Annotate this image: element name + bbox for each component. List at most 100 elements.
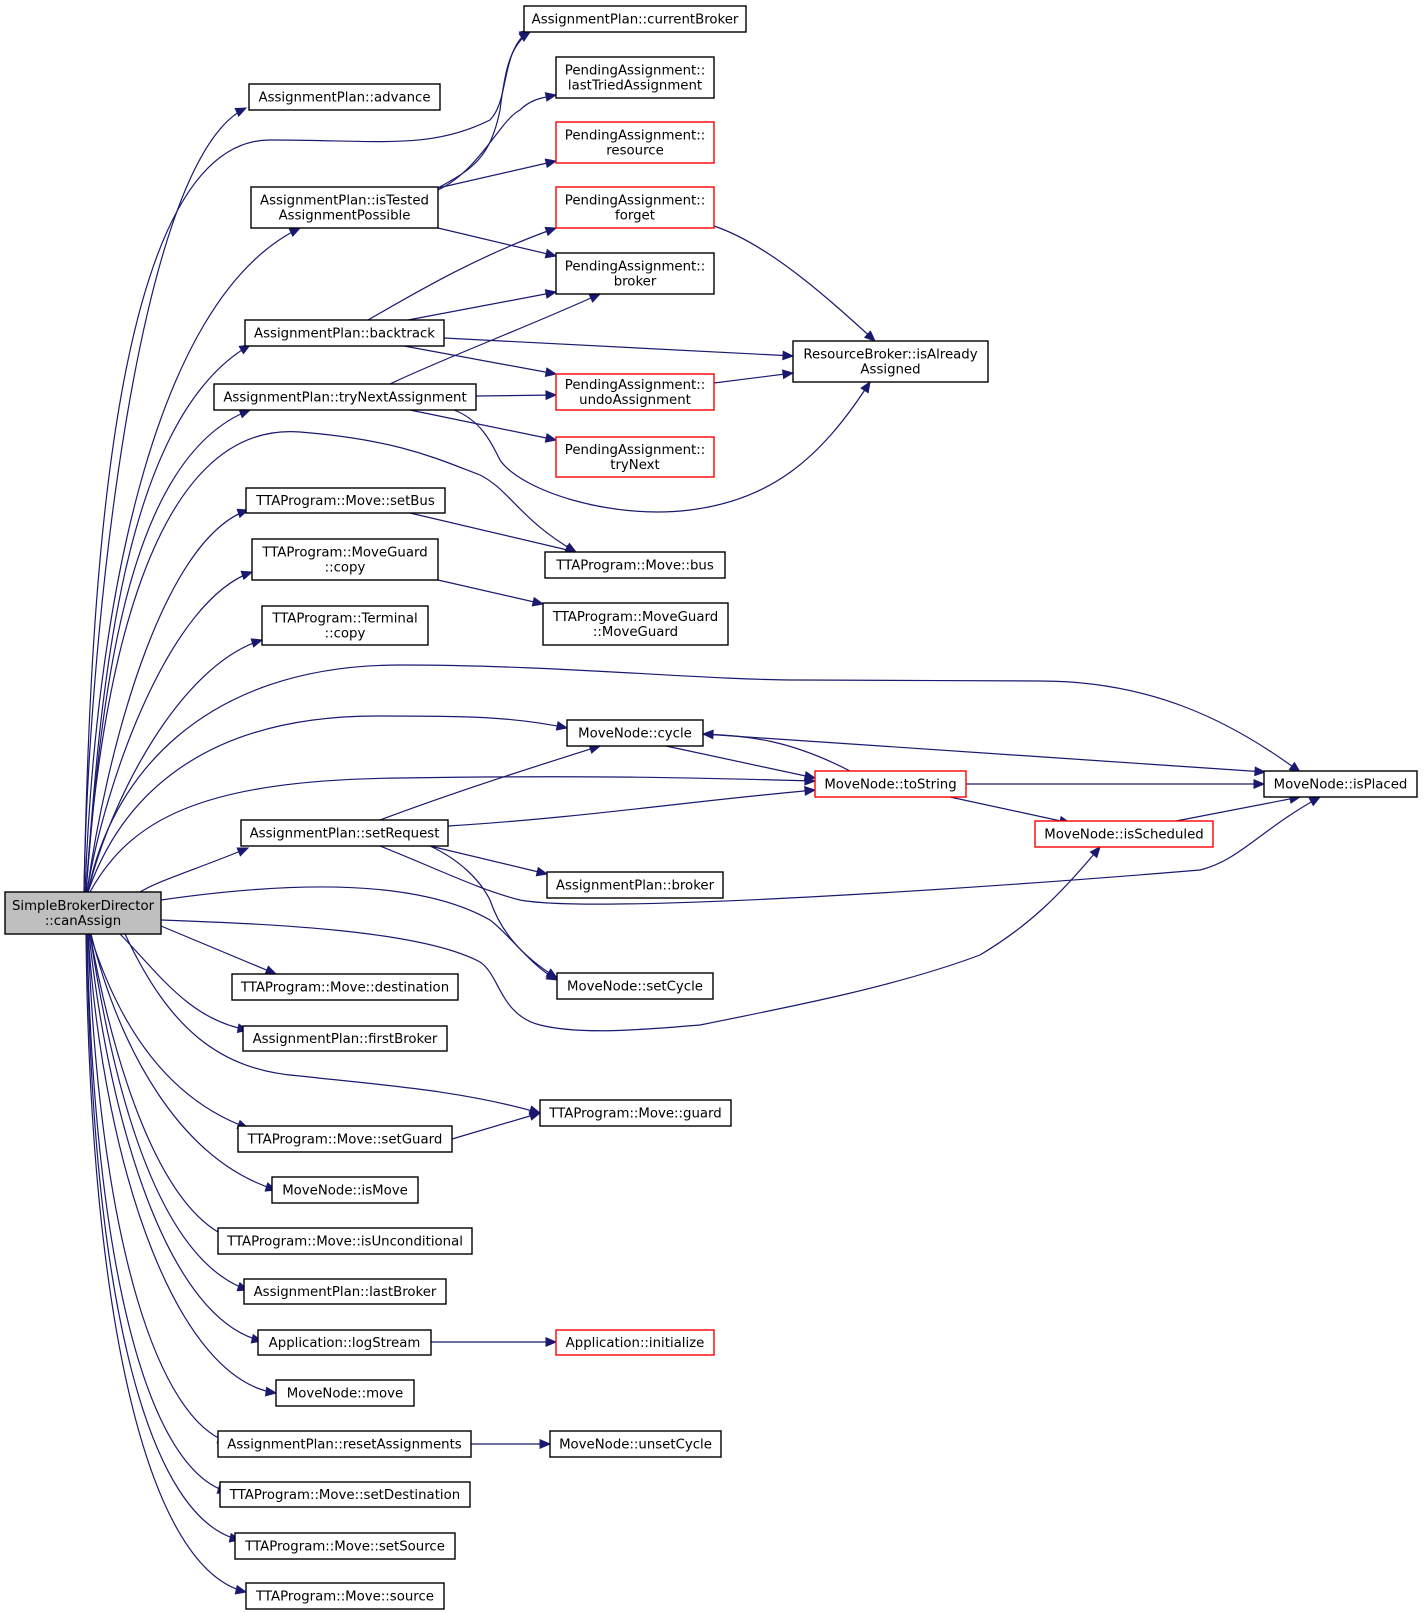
node-isplaced[interactable]: MoveNode::isPlaced <box>1263 770 1418 798</box>
node-setdest[interactable]: TTAProgram::Move::setDestination <box>219 1481 471 1508</box>
node-box <box>555 252 715 295</box>
node-box <box>555 373 715 411</box>
node-termcopy[interactable]: TTAProgram::Terminal::copy <box>261 605 429 646</box>
arrowhead-icon <box>545 1337 558 1347</box>
node-backtrack[interactable]: AssignmentPlan::backtrack <box>244 319 445 347</box>
node-label: lastTriedAssignment <box>568 79 702 94</box>
edge-n_backtrack-to-n_undo <box>403 345 558 377</box>
edge-root-to-n_firstBroker <box>119 933 250 1034</box>
node-box <box>792 340 989 383</box>
node-move[interactable]: MoveNode::move <box>275 1379 415 1407</box>
node-isuncond[interactable]: TTAProgram::Move::isUnconditional <box>217 1227 473 1255</box>
arrowhead-icon <box>264 965 278 975</box>
node-box <box>814 770 967 798</box>
node-box <box>566 719 704 747</box>
node-lasttried[interactable]: PendingAssignment::lastTriedAssignment <box>555 56 715 99</box>
node-cycle[interactable]: MoveNode::cycle <box>566 719 704 747</box>
node-destination[interactable]: TTAProgram::Move::destination <box>231 973 459 1001</box>
node-label: TTAProgram::MoveGuard <box>552 610 718 625</box>
node-label: tryNext <box>610 458 660 473</box>
node-forget[interactable]: PendingAssignment::forget <box>555 186 715 229</box>
node-box <box>257 1329 432 1356</box>
node-guard[interactable]: TTAProgram::Move::guard <box>539 1099 732 1127</box>
edge-root-to-n_termCopy <box>87 638 264 893</box>
node-root[interactable]: SimpleBrokerDirector::canAssign <box>4 891 162 935</box>
node-box <box>546 871 724 899</box>
node-isscheduled[interactable]: MoveNode::isScheduled <box>1034 820 1214 848</box>
node-label: MoveNode::move <box>287 1387 403 1402</box>
edge-n_undo-to-n_isAlready <box>713 369 795 384</box>
node-undo[interactable]: PendingAssignment::undoAssignment <box>555 373 715 411</box>
node-setrequest[interactable]: AssignmentPlan::setRequest <box>240 819 449 847</box>
edge-n_tryNextAssign-to-n_tryNext <box>409 409 558 443</box>
arrowhead-icon <box>545 970 559 981</box>
edge-root-to-n_setCycle <box>160 886 559 981</box>
node-box <box>539 1099 732 1127</box>
node-mgctor[interactable]: TTAProgram::MoveGuard::MoveGuard <box>542 602 729 646</box>
arrowhead-icon <box>804 785 817 796</box>
node-logstream[interactable]: Application::logStream <box>257 1329 432 1356</box>
node-pabroker[interactable]: PendingAssignment::broker <box>555 252 715 295</box>
node-label: ::canAssign <box>45 914 121 929</box>
arrowhead-icon <box>535 866 549 877</box>
node-setguard[interactable]: TTAProgram::Move::setGuard <box>237 1125 453 1153</box>
node-label: PendingAssignment:: <box>565 260 705 275</box>
arrowhead-icon <box>588 293 602 303</box>
arrowhead-icon <box>781 369 795 380</box>
node-setsource[interactable]: TTAProgram::Move::setSource <box>234 1532 456 1560</box>
arrowhead-icon <box>528 1111 542 1121</box>
node-box <box>217 1430 472 1458</box>
node-trynextassign[interactable]: AssignmentPlan::tryNextAssignment <box>213 383 477 411</box>
arrowhead-icon <box>804 775 817 786</box>
arrowhead-icon <box>234 107 248 117</box>
node-label: resource <box>606 144 664 159</box>
arrowhead-icon <box>1253 779 1266 789</box>
node-label: PendingAssignment:: <box>565 378 705 393</box>
node-box <box>261 605 429 646</box>
node-mgcopy[interactable]: TTAProgram::MoveGuard::copy <box>251 538 439 581</box>
node-firstbroker[interactable]: AssignmentPlan::firstBroker <box>242 1025 448 1052</box>
node-initialize[interactable]: Application::initialize <box>555 1329 715 1356</box>
node-label: AssignmentPlan::currentBroker <box>532 13 739 28</box>
node-setbus[interactable]: TTAProgram::Move::setBus <box>245 487 446 514</box>
node-source[interactable]: TTAProgram::Move::source <box>245 1582 445 1610</box>
node-resetassign[interactable]: AssignmentPlan::resetAssignments <box>217 1430 472 1458</box>
node-lastbroker[interactable]: AssignmentPlan::lastBroker <box>243 1278 447 1305</box>
edge-n_tryNextAssign-to-n_undo <box>475 390 558 401</box>
edge-n_isTested-to-n_resource <box>437 158 558 189</box>
node-label: AssignmentPossible <box>279 209 411 224</box>
node-currentbroker[interactable]: AssignmentPlan::currentBroker <box>523 5 747 33</box>
node-box <box>542 602 729 646</box>
node-label: MoveNode::isScheduled <box>1044 828 1204 843</box>
node-ismove[interactable]: MoveNode::isMove <box>271 1176 419 1204</box>
node-label: broker <box>614 275 657 290</box>
arrowhead-icon <box>288 227 302 238</box>
node-box <box>271 1176 419 1204</box>
node-advance[interactable]: AssignmentPlan::advance <box>248 83 441 111</box>
node-bus[interactable]: TTAProgram::Move::bus <box>544 551 726 579</box>
node-label: PendingAssignment:: <box>565 64 705 79</box>
edge-n_forget-to-n_isAlready <box>713 225 876 342</box>
edge-root-to-n_resetAssign <box>87 933 230 1444</box>
node-label: AssignmentPlan::firstBroker <box>253 1032 438 1047</box>
node-tostring[interactable]: MoveNode::toString <box>814 770 967 798</box>
node-label: PendingAssignment:: <box>565 129 705 144</box>
arrowhead-icon <box>544 158 558 169</box>
node-label: PendingAssignment:: <box>565 443 705 458</box>
node-istested[interactable]: AssignmentPlan::isTestedAssignmentPossib… <box>250 186 439 229</box>
node-trynext[interactable]: PendingAssignment::tryNext <box>555 436 715 478</box>
node-apbroker[interactable]: AssignmentPlan::broker <box>546 871 724 899</box>
edge-root-to-n_setBus <box>86 508 250 893</box>
node-label: MoveNode::toString <box>824 778 956 793</box>
node-unsetcycle[interactable]: MoveNode::unsetCycle <box>549 1430 722 1458</box>
edge-n_cycle-to-n_toString <box>665 745 817 781</box>
node-box <box>219 1481 471 1508</box>
node-setcycle[interactable]: MoveNode::setCycle <box>556 972 714 1000</box>
node-resource[interactable]: PendingAssignment::resource <box>555 121 715 164</box>
node-label: TTAProgram::Move::bus <box>555 559 714 574</box>
arrowhead-icon <box>1089 846 1101 859</box>
edge-n_resetAssign-to-n_unsetCycle <box>471 1439 552 1449</box>
arrowhead-icon <box>1254 766 1267 777</box>
edge-n_setGuard-to-n_guard <box>451 1111 542 1140</box>
